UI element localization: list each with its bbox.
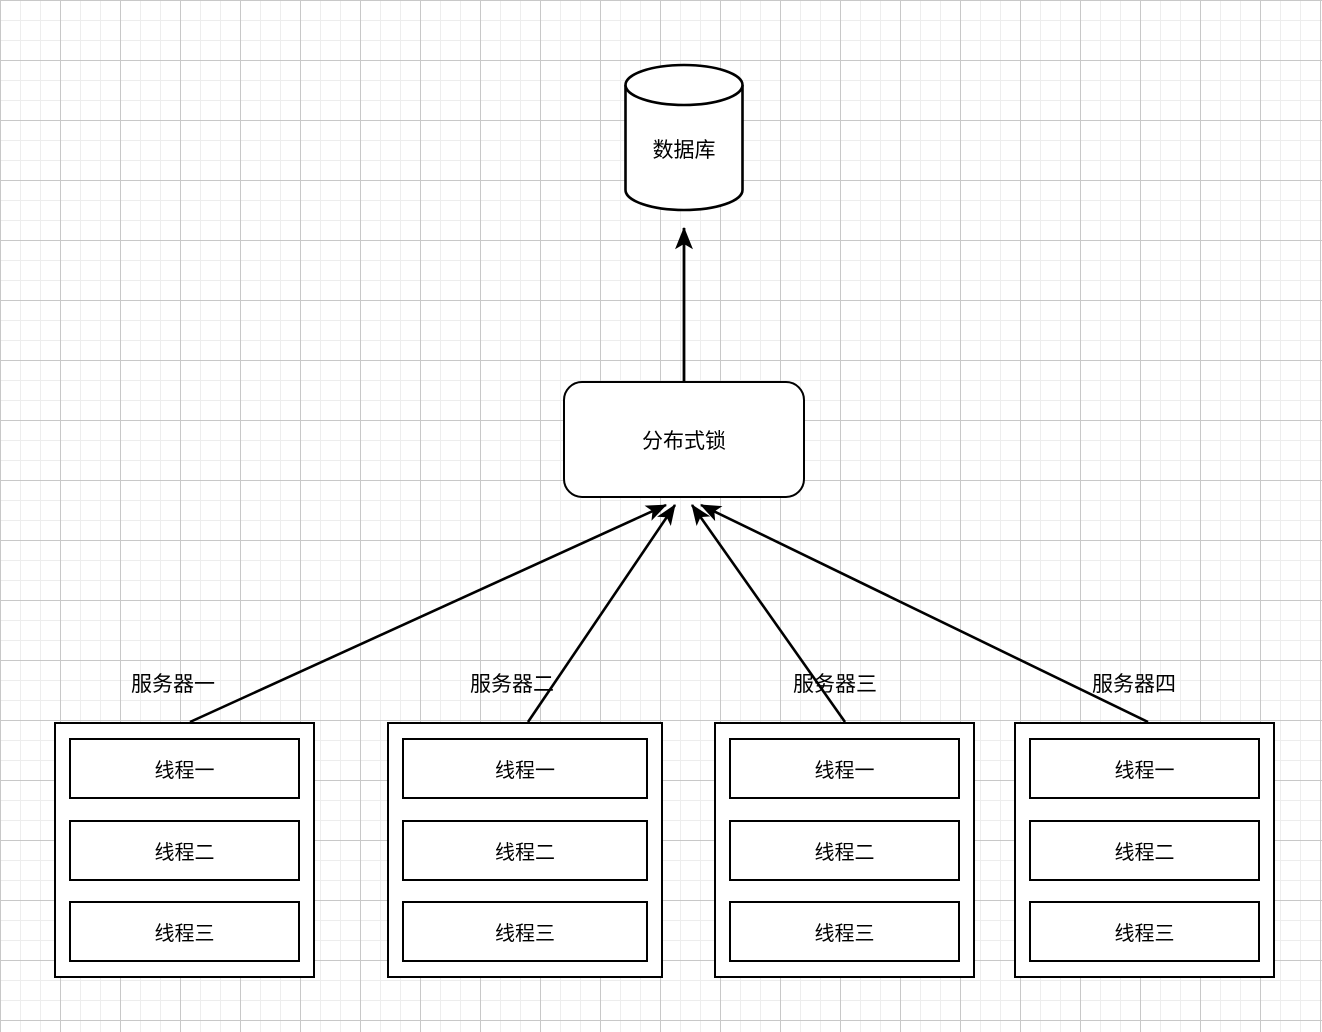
thread-label: 线程二: [814, 841, 875, 864]
distributed-lock-node[interactable]: 分布式锁: [563, 381, 805, 498]
thread-box[interactable]: 线程二: [69, 819, 300, 881]
thread-box[interactable]: 线程二: [402, 819, 648, 881]
thread-box[interactable]: 线程三: [69, 901, 300, 962]
thread-label: 线程三: [1114, 923, 1175, 945]
server-caption-3: 服务器三: [793, 673, 877, 696]
thread-label: 线程一: [1114, 760, 1175, 782]
thread-box[interactable]: 线程三: [402, 901, 648, 962]
thread-label: 线程二: [495, 841, 555, 864]
thread-label: 线程一: [495, 760, 555, 782]
server-caption-2: 服务器二: [470, 673, 554, 696]
server-node-3[interactable]: 线程一 线程二 线程三: [714, 722, 975, 978]
thread-box[interactable]: 线程一: [729, 738, 960, 799]
server-node-1[interactable]: 线程一 线程二 线程三: [54, 722, 315, 978]
thread-box[interactable]: 线程一: [402, 738, 648, 799]
server-caption-4: 服务器四: [1092, 673, 1176, 696]
database-node[interactable]: 数据库: [623, 63, 745, 212]
thread-label: 线程二: [1114, 841, 1175, 864]
thread-label: 线程三: [495, 923, 555, 945]
server-caption-1: 服务器一: [131, 673, 215, 696]
server-node-4[interactable]: 线程一 线程二 线程三: [1014, 722, 1275, 978]
thread-box[interactable]: 线程一: [1029, 738, 1260, 799]
database-label: 数据库: [652, 138, 716, 162]
thread-label: 线程三: [154, 923, 215, 945]
edge-server-1-to-lock: [189, 503, 667, 724]
thread-label: 线程二: [154, 841, 215, 864]
thread-label: 线程一: [814, 760, 875, 782]
thread-box[interactable]: 线程二: [729, 819, 960, 881]
thread-label: 线程三: [814, 923, 875, 945]
distributed-lock-label: 分布式锁: [642, 429, 726, 453]
cylinder-icon: [624, 63, 744, 212]
thread-box[interactable]: 线程二: [1029, 819, 1260, 881]
thread-box[interactable]: 线程一: [69, 738, 300, 799]
edge-server-4-to-lock: [700, 503, 1149, 724]
thread-label: 线程一: [154, 760, 215, 782]
thread-box[interactable]: 线程三: [1029, 901, 1260, 962]
server-node-2[interactable]: 线程一 线程二 线程三: [387, 722, 663, 978]
thread-box[interactable]: 线程三: [729, 901, 960, 962]
